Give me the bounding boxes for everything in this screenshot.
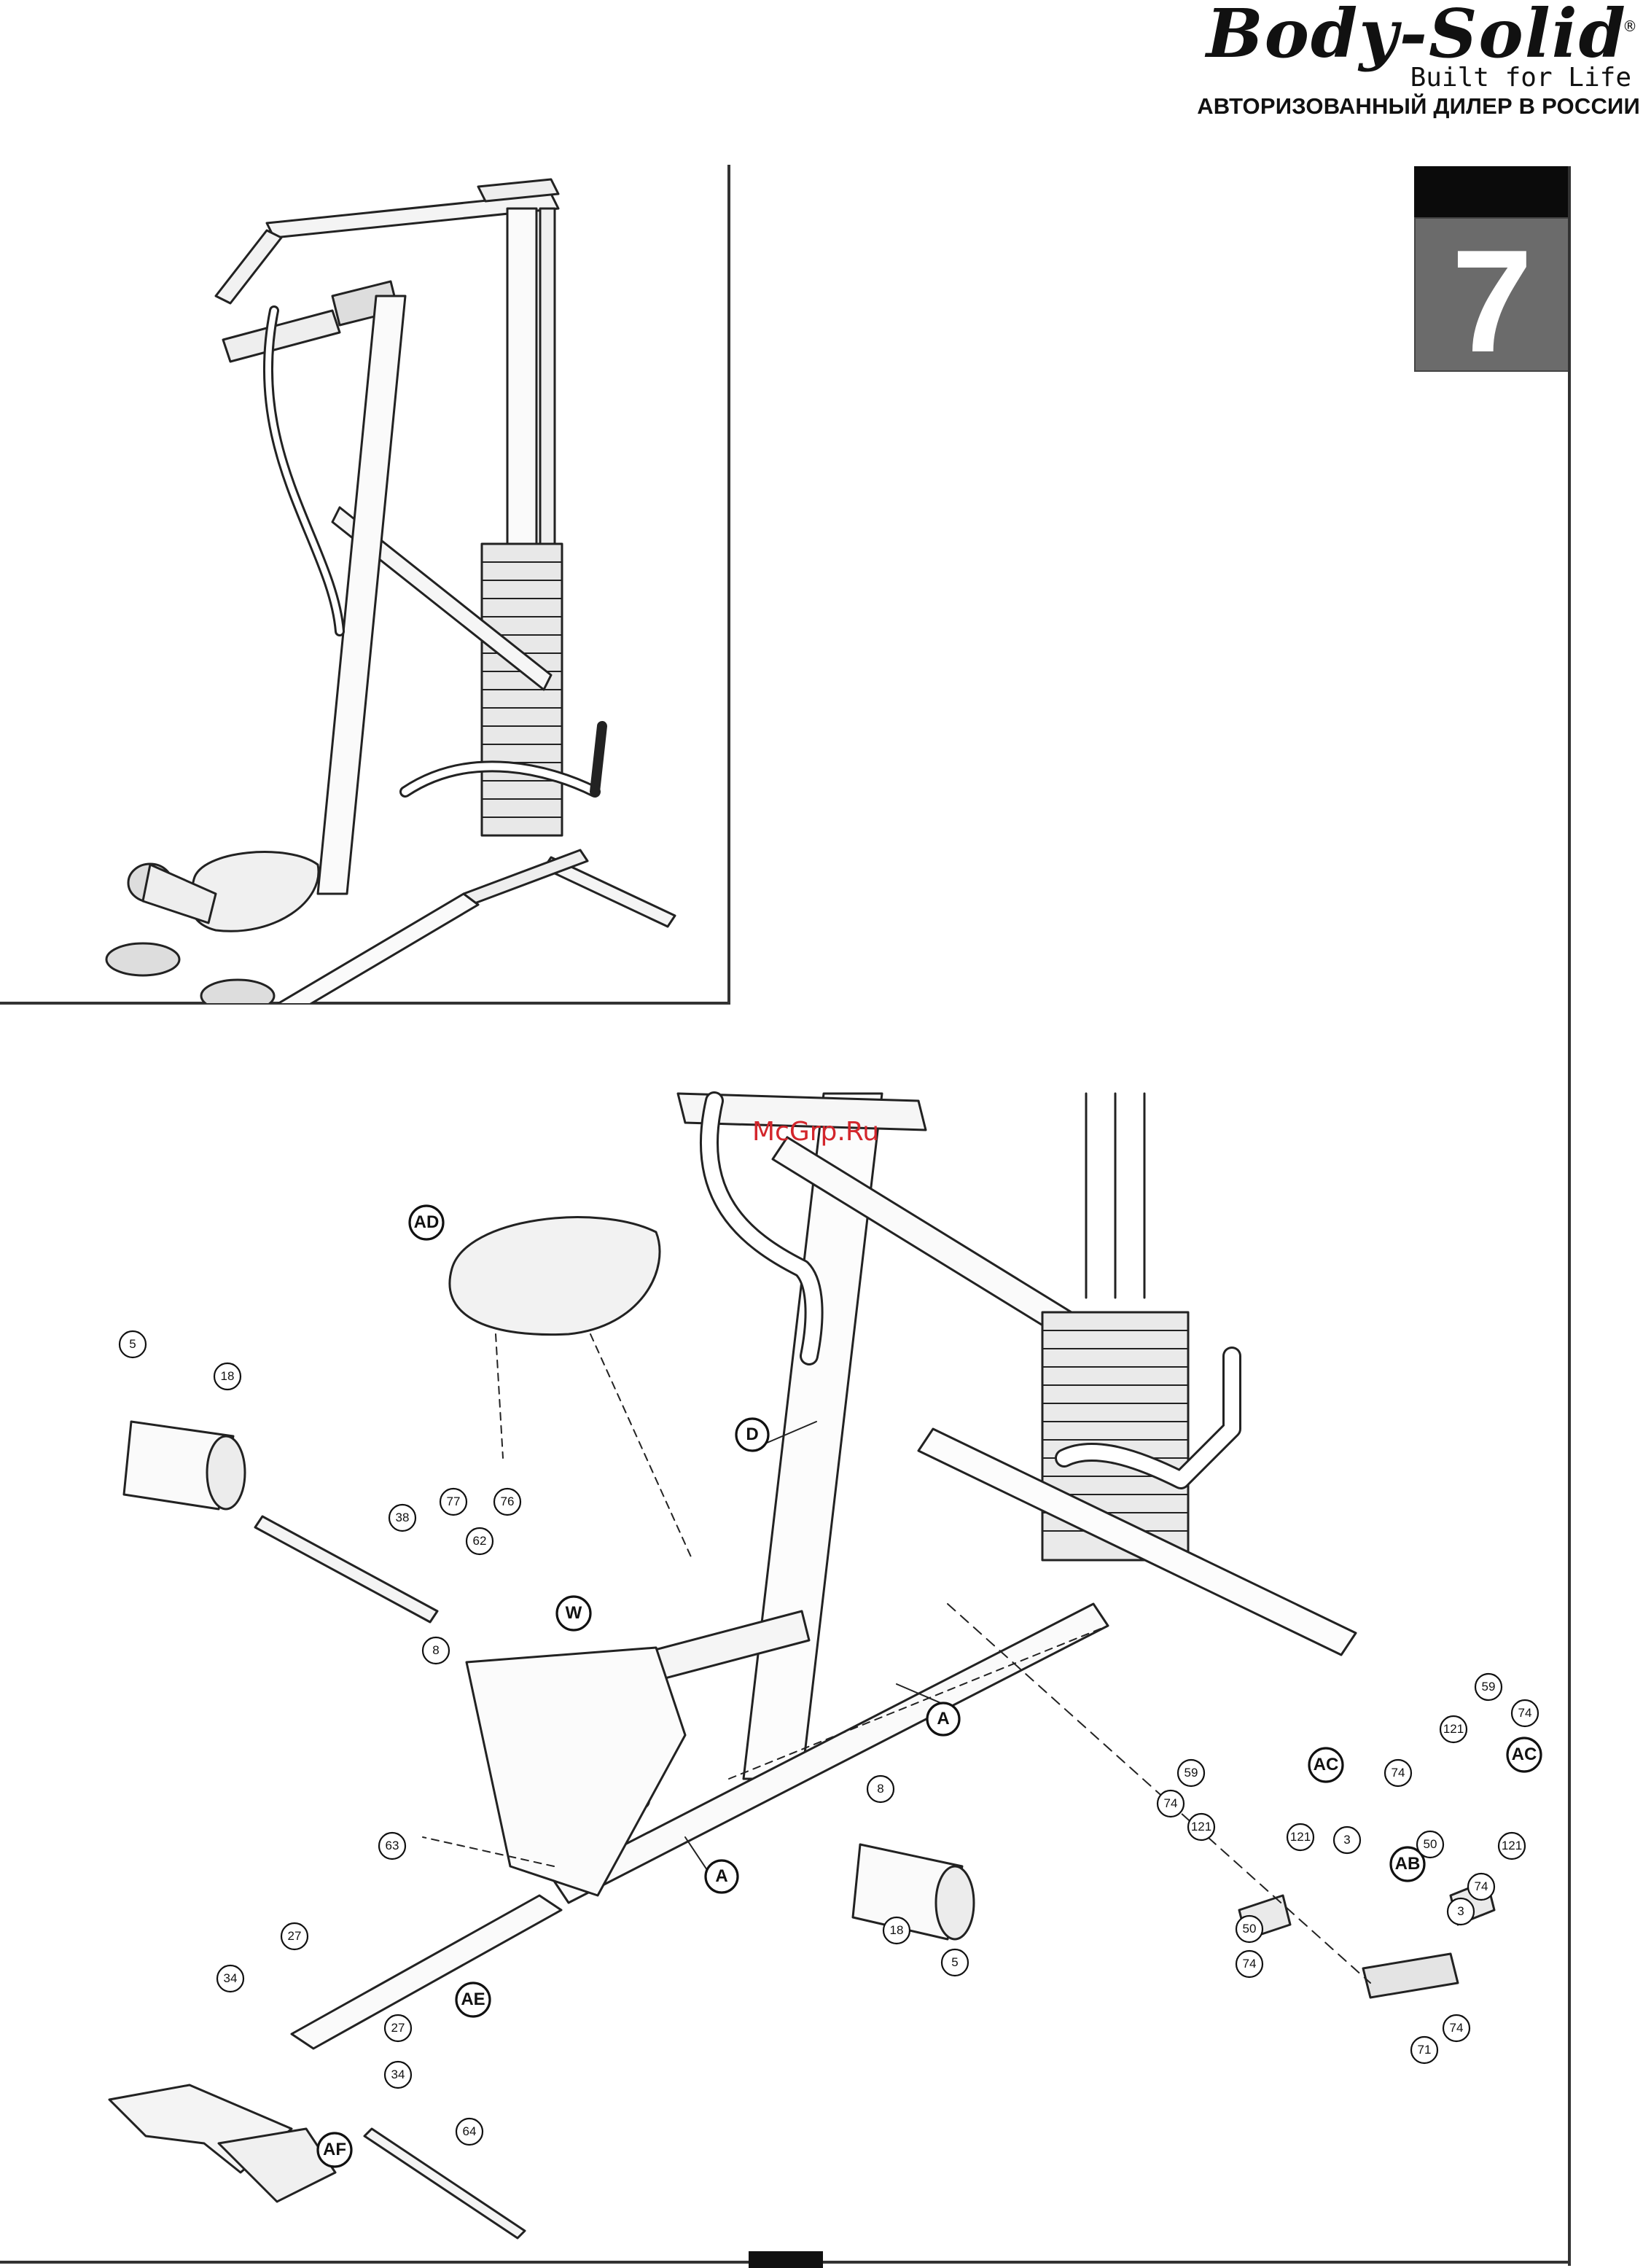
callout-W: W [555, 1595, 592, 1632]
callout-62: 62 [465, 1527, 494, 1556]
callout-3-b: 3 [1446, 1897, 1475, 1926]
callout-63: 63 [378, 1831, 407, 1860]
callout-D: D [735, 1417, 770, 1452]
overview-illustration-box [0, 165, 730, 1005]
callout-77: 77 [439, 1487, 468, 1516]
callout-121: 121 [1187, 1812, 1216, 1842]
callout-50: 50 [1416, 1830, 1445, 1859]
callout-27: 27 [280, 1922, 309, 1951]
callout-18-b: 18 [882, 1916, 911, 1945]
callout-A-1: A [926, 1702, 961, 1737]
brand-tagline: Built for Life [1410, 63, 1631, 93]
callout-AC: AC [1308, 1747, 1344, 1783]
page-frame-right [1568, 166, 1571, 2266]
callout-50-b: 50 [1235, 1914, 1264, 1944]
callout-18: 18 [213, 1362, 242, 1391]
callout-8: 8 [421, 1636, 450, 1665]
callout-3: 3 [1332, 1825, 1362, 1855]
watermark-text: McGrp.Ru [752, 1117, 879, 1147]
callout-74-f: 74 [1384, 1758, 1413, 1788]
exploded-parts-diagram [0, 1006, 1567, 2260]
dealer-line: АВТОРИЗОВАННЫЙ ДИЛЕР В РОССИИ [1197, 93, 1640, 120]
callout-74-d: 74 [1442, 2014, 1471, 2043]
brand-logo: Body-Solid ® Built for Life АВТОРИЗОВАНН… [1195, 0, 1640, 124]
callout-34-b: 34 [383, 2060, 413, 2089]
assembled-machine-illustration [0, 165, 726, 1003]
callout-59-b: 59 [1474, 1672, 1503, 1702]
step-number: 7 [1414, 229, 1570, 375]
callout-59: 59 [1176, 1758, 1206, 1788]
callout-74-c: 74 [1235, 1949, 1264, 1979]
callout-8-b: 8 [866, 1774, 895, 1804]
callout-5-b: 5 [940, 1948, 969, 1977]
registered-mark-icon: ® [1623, 17, 1637, 35]
step-marker-cap [1414, 166, 1570, 217]
callout-27-b: 27 [383, 2014, 413, 2043]
callout-AE: AE [455, 1981, 491, 2018]
callout-121-b: 121 [1286, 1823, 1315, 1852]
callout-38: 38 [388, 1503, 417, 1532]
callout-74: 74 [1156, 1789, 1185, 1818]
callout-74-e: 74 [1510, 1699, 1539, 1728]
step-marker: 7 [1414, 166, 1570, 372]
callout-71: 71 [1410, 2035, 1439, 2065]
callout-76: 76 [493, 1487, 522, 1516]
callout-AC-b: AC [1506, 1737, 1542, 1773]
callout-5: 5 [118, 1330, 147, 1359]
brand-logo-wordmark: Body-Solid [1206, 0, 1627, 73]
callout-AF: AF [316, 2132, 353, 2168]
callout-121-c: 121 [1439, 1715, 1468, 1744]
callout-121-d: 121 [1497, 1831, 1526, 1860]
callout-34: 34 [216, 1964, 245, 1993]
callout-A-2: A [704, 1859, 739, 1894]
callout-AD: AD [408, 1204, 445, 1241]
callout-64: 64 [455, 2117, 484, 2146]
